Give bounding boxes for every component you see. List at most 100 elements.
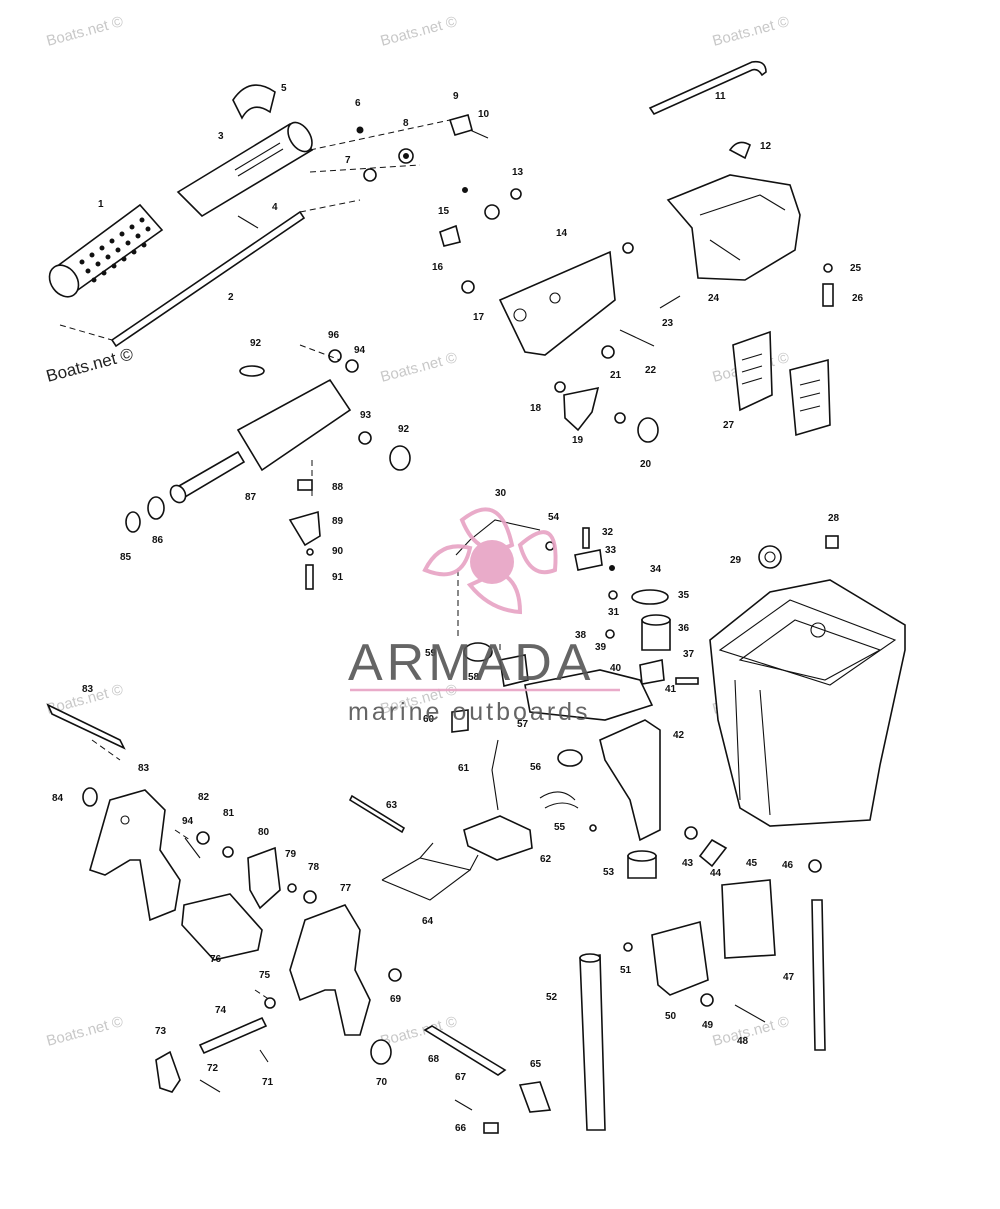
bracket-9 [448, 114, 473, 136]
callout-68: 68 [428, 1054, 440, 1065]
bolt-48 [734, 1004, 766, 1023]
assembly-guides [91, 739, 271, 1001]
tiller-group [48, 84, 489, 348]
washer-90 [306, 548, 314, 556]
callout-91: 91 [332, 572, 344, 583]
swivel-bracket-42 [599, 719, 661, 842]
callout-77: 77 [340, 883, 352, 894]
cylinder-group [125, 344, 411, 590]
screw-74 [198, 1016, 268, 1055]
callout-25: 25 [850, 263, 862, 274]
callout-60: 60 [423, 714, 435, 725]
washer-59 [463, 642, 493, 662]
housing-24 [666, 174, 801, 281]
callout-62: 62 [540, 854, 552, 865]
watermark: Boats.net © [44, 344, 135, 386]
callout-30: 30 [495, 488, 507, 499]
callout-54: 54 [548, 512, 560, 523]
plate-60 [451, 709, 469, 733]
callout-38: 38 [575, 630, 587, 641]
watermark: Boats.net © [45, 1013, 125, 1050]
swivel-upper-group [439, 187, 659, 443]
upper-right-group [648, 60, 834, 437]
callout-83b: 83 [138, 763, 150, 774]
callout-89: 89 [332, 516, 344, 527]
lower-right-group [579, 859, 826, 1131]
screw-44 [698, 838, 728, 868]
callout-34: 34 [650, 564, 662, 575]
spring-94 [184, 837, 201, 859]
callout-82: 82 [198, 792, 210, 803]
callout-5: 5 [281, 83, 287, 94]
callout-63: 63 [386, 800, 398, 811]
callout-27: 27 [723, 420, 735, 431]
bushing-21 [601, 345, 615, 359]
callout-72: 72 [207, 1063, 219, 1074]
nut-69 [388, 968, 402, 982]
handle-76 [181, 893, 263, 961]
cap-73 [155, 1050, 181, 1093]
bracket-15 [439, 224, 461, 247]
spring-63 [348, 794, 406, 834]
washer-25 [823, 263, 833, 273]
tiller-tube-end [287, 121, 313, 153]
steering-bracket-17 [498, 250, 616, 356]
callout-66: 66 [455, 1123, 467, 1134]
washer-92a [239, 365, 265, 377]
callout-47: 47 [783, 972, 795, 983]
callout-48: 48 [737, 1036, 749, 1047]
rod-68 [423, 1025, 507, 1076]
callout-57: 57 [517, 719, 529, 730]
bolt-14 [589, 824, 597, 832]
nut-18 [461, 280, 475, 294]
clamp-pad-27b [789, 358, 831, 437]
clamp-50 [651, 920, 709, 996]
spring-55 [539, 791, 579, 809]
callout-85: 85 [120, 552, 132, 563]
callout-67: 67 [455, 1072, 467, 1083]
tiller-pin [237, 215, 259, 229]
callout-41: 41 [665, 684, 677, 695]
callout-90: 90 [332, 546, 344, 557]
callout-43: 43 [682, 858, 694, 869]
callout-64: 64 [422, 916, 434, 927]
nut-28 [825, 535, 839, 549]
callout-20: 20 [640, 459, 652, 470]
brand-logo: ARMADA marine outboards [348, 507, 620, 726]
screw-26 [822, 283, 834, 307]
callout-86: 86 [152, 535, 164, 546]
screw-10 [469, 129, 489, 139]
washer-35 [631, 589, 669, 605]
bolt-91 [305, 564, 314, 590]
nut-38 [605, 629, 615, 639]
swivel-center-group [451, 519, 728, 879]
watermark: Boats.net © [45, 13, 125, 50]
block-66 [483, 1122, 499, 1134]
ring-86 [147, 496, 165, 520]
seal-29 [758, 545, 782, 569]
nut-51 [623, 942, 633, 952]
block-33 [574, 549, 603, 571]
callout-26: 26 [852, 293, 864, 304]
callout-8: 8 [403, 118, 409, 129]
throttle-shaft [110, 210, 306, 348]
watermark: Boats.net © [379, 13, 459, 50]
callout-45: 45 [746, 858, 758, 869]
callout-94b: 94 [182, 816, 194, 827]
callout-14: 14 [556, 228, 568, 239]
callout-58: 58 [468, 672, 480, 683]
callout-51: 51 [620, 965, 632, 976]
clip-40 [639, 659, 665, 685]
washer-79 [287, 883, 297, 893]
callout-1: 1 [98, 199, 104, 210]
callout-15: 15 [438, 206, 450, 217]
callout-labels: 1 2 3 4 5 6 7 8 9 10 11 12 13 14 15 16 1… [52, 83, 864, 1134]
callout-24: 24 [708, 293, 720, 304]
tiller-sleeve [232, 84, 276, 120]
callout-29: 29 [730, 555, 742, 566]
nut-18c [614, 412, 626, 424]
ring-85 [125, 511, 141, 533]
callout-52: 52 [546, 992, 558, 1003]
